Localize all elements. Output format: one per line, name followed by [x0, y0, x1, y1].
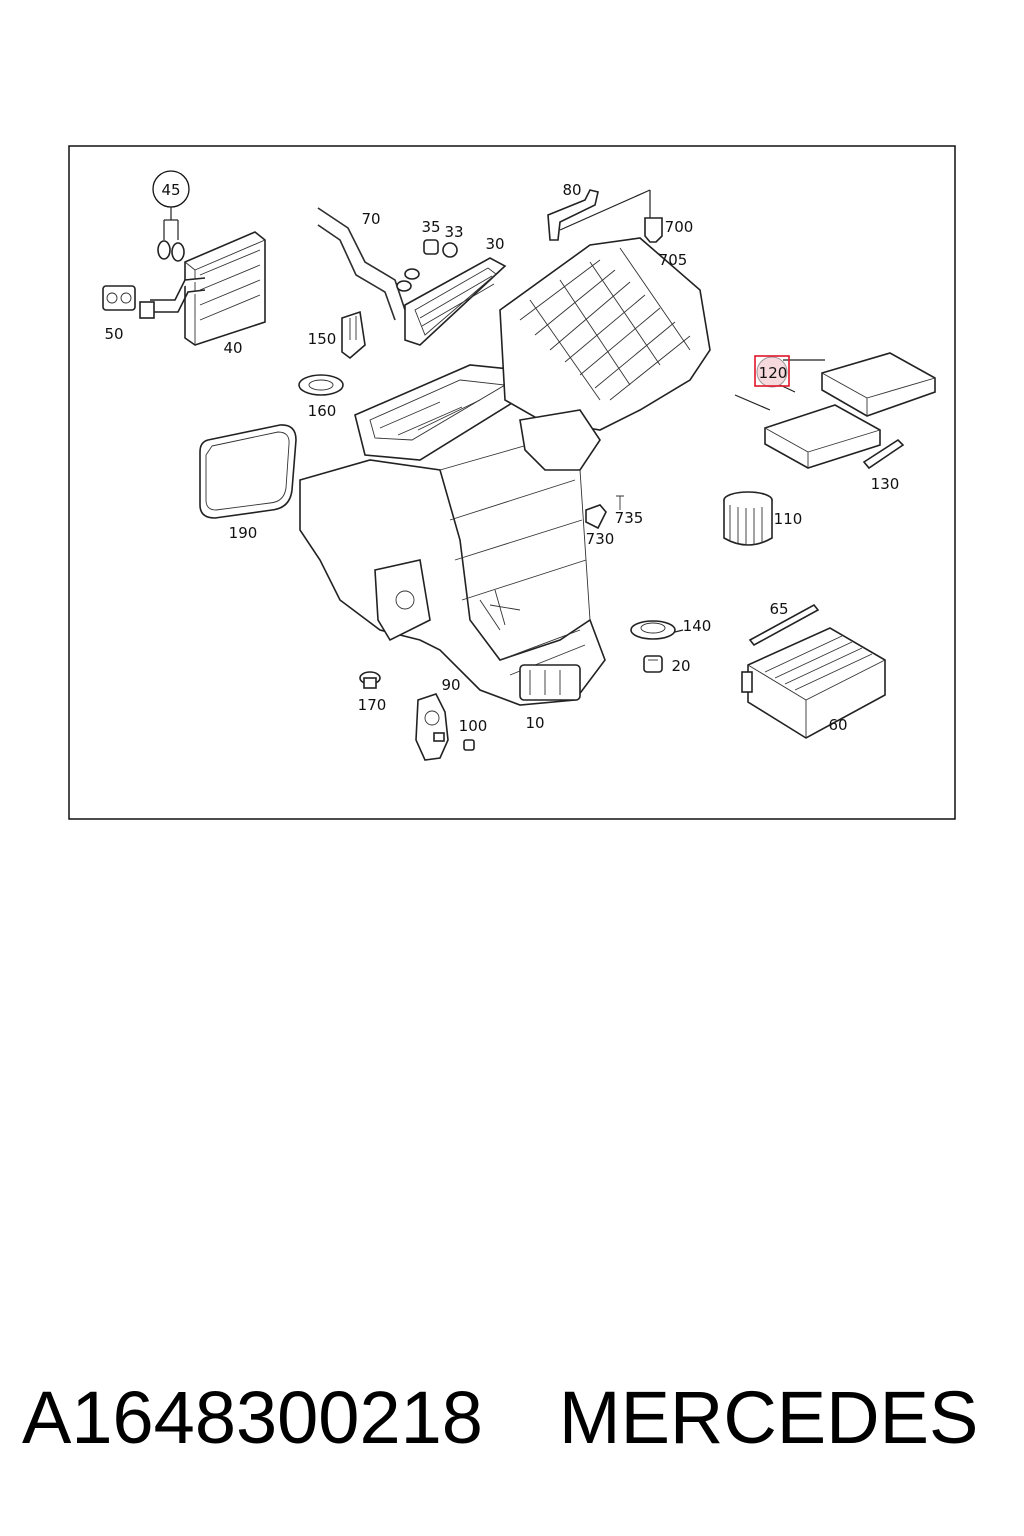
part-170-grommet: [359, 671, 381, 689]
callout-90: 90: [441, 676, 460, 694]
callout-30: 30: [485, 235, 504, 253]
brand-name: MERCEDES: [558, 1376, 979, 1459]
part-50-expansion-valve: [102, 285, 155, 319]
callout-10: 10: [525, 714, 544, 732]
part-150-sensor: [341, 310, 366, 360]
part-number: A1648300218: [22, 1376, 483, 1459]
callout-100: 100: [459, 717, 488, 735]
part-45-o-rings: [152, 170, 190, 262]
callout-700: 700: [665, 218, 694, 236]
part-90-actuator: [415, 693, 449, 761]
callout-50: 50: [104, 325, 123, 343]
callout-40: 40: [223, 339, 242, 357]
callout-110: 110: [774, 510, 803, 528]
part-120-cabin-filters: [734, 352, 936, 469]
part-35-33-seals: [423, 239, 458, 258]
part-110-blower-motor: [723, 491, 773, 546]
part-30-heater-core: [404, 257, 507, 346]
callout-45: 45: [161, 181, 180, 199]
callout-140: 140: [683, 617, 712, 635]
callout-80: 80: [562, 181, 581, 199]
footer-caption: A1648300218 MERCEDES: [22, 1375, 978, 1460]
part-100-screw: [463, 739, 475, 751]
callout-190: 190: [229, 524, 258, 542]
callout-120: 120: [759, 364, 788, 382]
part-20-nut: [643, 655, 663, 673]
part-10-hvac-housing: [299, 237, 711, 706]
part-140-flange: [630, 620, 684, 640]
part-190-seal: [199, 424, 297, 519]
callout-170: 170: [358, 696, 387, 714]
part-730-735-clips: [585, 495, 624, 530]
callout-33: 33: [444, 223, 463, 241]
callout-130: 130: [871, 475, 900, 493]
part-130-seal-strip: [862, 438, 905, 470]
callout-70: 70: [361, 210, 380, 228]
callout-150: 150: [308, 330, 337, 348]
callout-20: 20: [671, 657, 690, 675]
part-70-pipes: [317, 207, 420, 321]
part-65-strip: [748, 603, 820, 647]
callout-705: 705: [659, 251, 688, 269]
callout-65: 65: [769, 600, 788, 618]
callout-160: 160: [308, 402, 337, 420]
callout-60: 60: [828, 716, 847, 734]
callout-120-highlight: [754, 355, 790, 388]
part-60-heater-element: [741, 627, 886, 739]
callout-730: 730: [586, 530, 615, 548]
part-160-grommet: [298, 374, 344, 396]
callout-35: 35: [421, 218, 440, 236]
diagram-frame: [68, 145, 956, 820]
part-40-evaporator: [150, 231, 266, 346]
callout-735: 735: [615, 509, 644, 527]
parts-exploded-diagram: 45: [68, 145, 956, 820]
